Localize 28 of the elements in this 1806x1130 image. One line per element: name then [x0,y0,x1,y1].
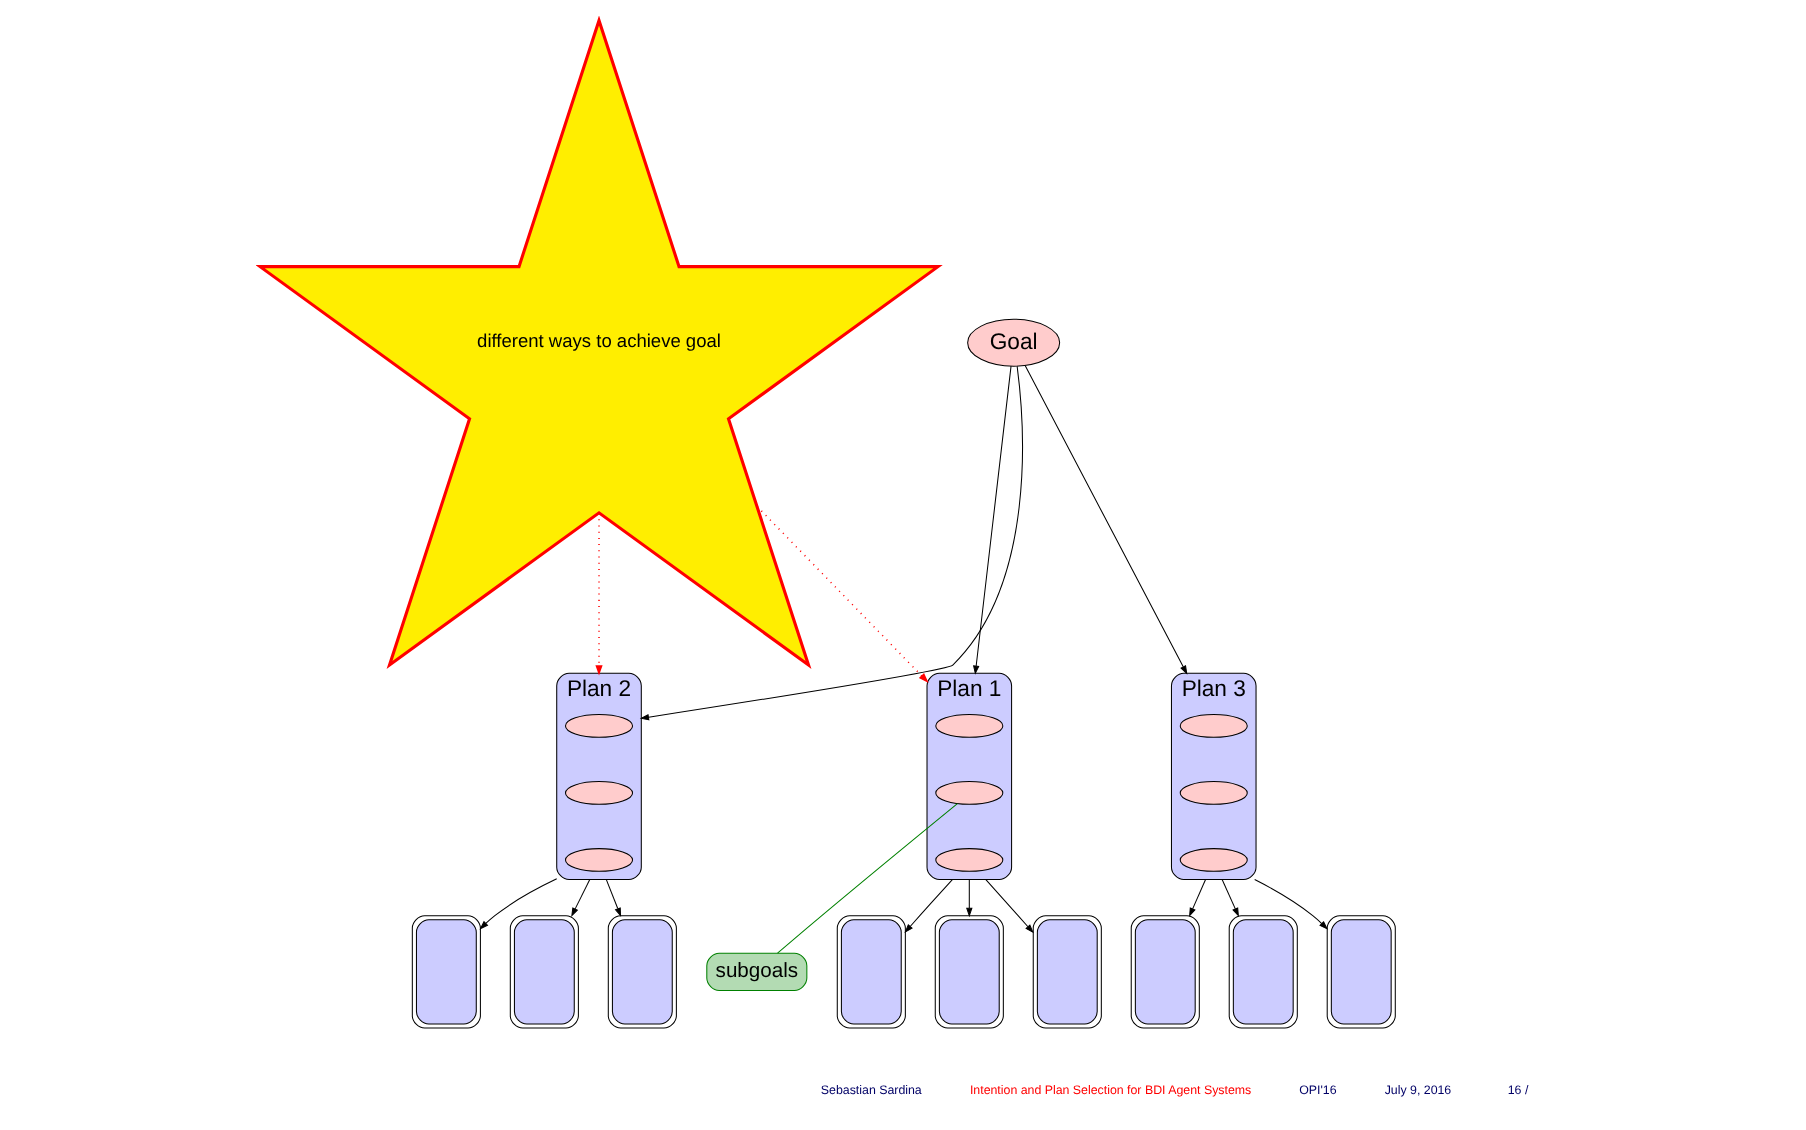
cluster: Plan 3 [1170,672,1257,881]
node-ellipse [935,714,1004,738]
connector [777,803,958,954]
node-ellipse [1179,848,1248,872]
node-ellipse [935,781,1004,805]
arrow [479,878,558,930]
arrow [1254,879,1329,930]
arrow [1024,365,1188,675]
cluster: Plan 2 [556,672,642,881]
arrow [1221,879,1239,917]
arrow [756,505,929,684]
arrow [972,365,1012,675]
arrow [1189,879,1207,917]
node-ellipse [935,848,1004,872]
cluster: Plan 1 [926,672,1013,881]
arrow [904,879,953,934]
node-ellipse: Goal [967,318,1061,367]
node-ellipse [1179,781,1248,805]
node-ellipse [1179,714,1248,738]
node-ellipse [564,781,634,805]
arrow [985,879,1034,934]
node-box: subgoals [706,952,808,991]
arrow [605,879,622,917]
node-ellipse [564,848,634,872]
arrow [571,879,591,917]
node-ellipse [564,714,634,738]
arrow [966,879,973,918]
arrow [639,365,1023,721]
